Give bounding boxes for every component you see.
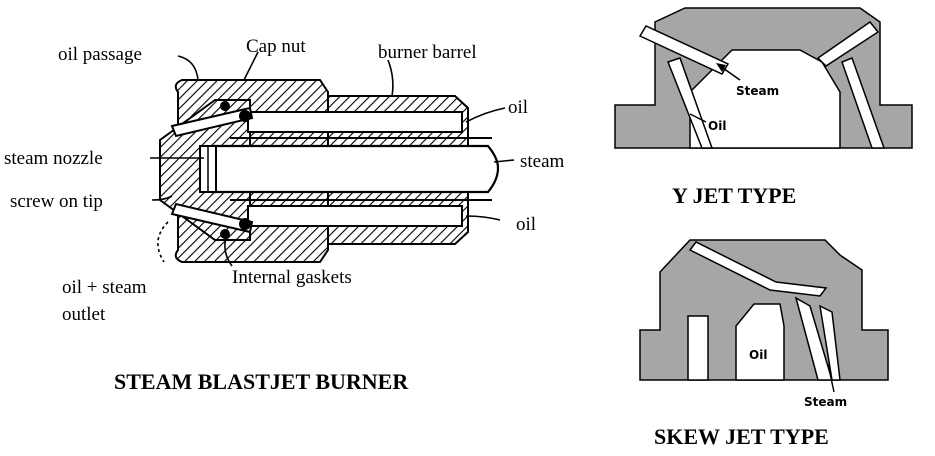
oil-passage-upper [247, 111, 463, 133]
leader-lines [150, 51, 515, 267]
title-steam-blastjet-burner: STEAM BLASTJET BURNER [114, 369, 409, 394]
y-jet-oil-channel-upper-left [638, 25, 730, 75]
title-skew-jet-type: SKEW JET TYPE [654, 424, 829, 449]
label-screw-on-tip: screw on tip [10, 191, 103, 212]
gasket-lower [239, 218, 251, 230]
y-jet-channel-right [841, 57, 886, 149]
label-steam-nozzle: steam nozzle [4, 148, 103, 169]
skew-jet-channel-top [688, 241, 828, 297]
y-jet-label-steam: Steam [736, 84, 779, 98]
y-jet-chamber [689, 49, 841, 149]
oil-passage-lower [247, 205, 463, 227]
y-jet-oil-channel-left [667, 57, 714, 149]
steam-blastjet-burner-drawing [150, 51, 515, 267]
skew-jet-slot-left [687, 315, 709, 381]
label-oil-top: oil [508, 97, 528, 118]
label-steam: steam [520, 151, 565, 172]
tip-oil-port-upper [170, 106, 254, 138]
label-oil-passage: oil passage [58, 44, 142, 65]
y-jet-label-oil: Oil [708, 119, 726, 133]
steam-tube [210, 144, 500, 194]
y-jet-drawing [614, 7, 913, 149]
title-y-jet-type: Y JET TYPE [672, 183, 796, 208]
tip-oil-port-lower [170, 202, 254, 234]
label-oil-steam-outlet-line1: oil + steam [62, 277, 147, 298]
skew-jet-label-steam: Steam [804, 395, 847, 409]
label-oil-steam-outlet-line2: outlet [62, 304, 106, 325]
skew-jet-oil-chamber [735, 303, 785, 381]
y-jet-channel-upper-right [816, 20, 880, 67]
skew-jet-drawing [639, 239, 889, 393]
skew-jet-label-oil: Oil [749, 348, 767, 362]
label-burner-barrel: burner barrel [378, 42, 477, 63]
label-oil-bottom: oil [516, 214, 536, 235]
label-internal-gaskets: Internal gaskets [232, 267, 352, 288]
label-cap-nut: Cap nut [246, 36, 306, 57]
gasket-upper [239, 110, 251, 122]
